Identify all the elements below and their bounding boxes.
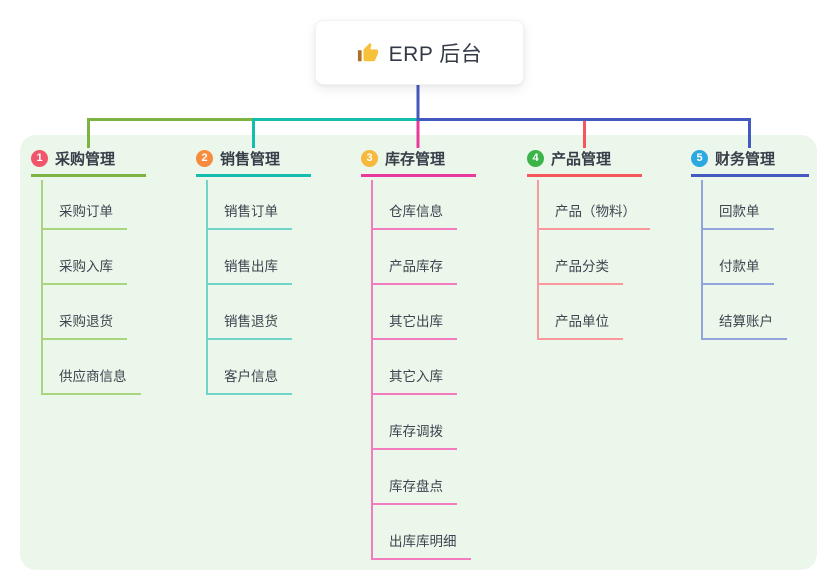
branch-topic[interactable]: 4 产品管理 [527, 150, 642, 177]
branch-5: 5 财务管理 回款单付款单结算账户 [691, 0, 809, 588]
branch-topic-label: 采购管理 [55, 151, 116, 168]
child-topic[interactable]: 采购退货 [43, 285, 127, 340]
child-topic-label: 客户信息 [224, 368, 278, 384]
child-topic[interactable]: 产品库存 [373, 230, 457, 285]
child-topic[interactable]: 采购入库 [43, 230, 127, 285]
branch-number-badge: 3 [361, 150, 378, 167]
branches-panel [20, 135, 817, 570]
child-topic-label: 供应商信息 [59, 368, 127, 384]
child-topic-label: 仓库信息 [389, 203, 443, 219]
child-topic[interactable]: 库存盘点 [373, 450, 457, 505]
branch-number-badge: 2 [196, 150, 213, 167]
child-topic-label: 回款单 [719, 203, 760, 219]
child-topic[interactable]: 其它出库 [373, 285, 457, 340]
child-topic-label: 销售出库 [224, 258, 278, 274]
child-topic-label: 产品单位 [555, 313, 609, 329]
branch-topic[interactable]: 1 采购管理 [31, 150, 146, 177]
branch-2: 2 销售管理 销售订单销售出库销售退货客户信息 [196, 0, 311, 588]
child-topic-label: 产品（物料） [555, 203, 636, 219]
branch-children: 回款单付款单结算账户 [701, 180, 787, 340]
branch-children: 产品（物料） 产品分类产品单位 [537, 180, 650, 340]
child-topic[interactable]: 出库库明细 [373, 505, 471, 560]
branch-3: 3 库存管理 仓库信息产品库存其它出库其它入库库存调拨库存盘点出库库明细 [361, 0, 476, 588]
child-topic-label: 产品库存 [389, 258, 443, 274]
child-topic[interactable]: 采购订单 [43, 180, 127, 230]
child-topic[interactable]: 回款单 [703, 180, 774, 230]
branch-topic-label: 销售管理 [220, 151, 281, 168]
root-title: ERP 后台 [388, 42, 483, 66]
child-topic-label: 销售退货 [224, 313, 278, 329]
branch-topic[interactable]: 2 销售管理 [196, 150, 311, 177]
branch-number-badge: 4 [527, 150, 544, 167]
child-topic[interactable]: 库存调拨 [373, 395, 457, 450]
child-topic[interactable]: 仓库信息 [373, 180, 457, 230]
child-topic[interactable]: 产品分类 [539, 230, 623, 285]
branch-topic[interactable]: 5 财务管理 [691, 150, 809, 177]
branch-topic-label: 产品管理 [551, 151, 612, 168]
branch-topic[interactable]: 3 库存管理 [361, 150, 476, 177]
child-topic-label: 库存调拨 [389, 423, 443, 439]
child-topic-label: 库存盘点 [389, 478, 443, 494]
branch-4: 4 产品管理 产品（物料） 产品分类产品单位 [527, 0, 650, 588]
branch-number-badge: 1 [31, 150, 48, 167]
child-topic-label: 其它出库 [389, 313, 443, 329]
branch-children: 采购订单采购入库采购退货供应商信息 [41, 180, 141, 395]
child-topic[interactable]: 客户信息 [208, 340, 292, 395]
child-topic[interactable]: 产品（物料） [539, 180, 650, 230]
child-topic-label: 采购退货 [59, 313, 113, 329]
child-topic[interactable]: 结算账户 [703, 285, 787, 340]
child-topic[interactable]: 产品单位 [539, 285, 623, 340]
branch-1: 1 采购管理 采购订单采购入库采购退货供应商信息 [31, 0, 146, 588]
child-topic[interactable]: 付款单 [703, 230, 774, 285]
thumbs-up-icon [357, 42, 378, 61]
child-topic-label: 采购入库 [59, 258, 113, 274]
child-topic-label: 其它入库 [389, 368, 443, 384]
branch-topic-label: 财务管理 [715, 151, 776, 168]
child-topic[interactable]: 其它入库 [373, 340, 457, 395]
child-topic-label: 出库库明细 [389, 533, 457, 549]
child-topic[interactable]: 销售退货 [208, 285, 292, 340]
branch-children: 仓库信息产品库存其它出库其它入库库存调拨库存盘点出库库明细 [371, 180, 471, 560]
child-topic-label: 采购订单 [59, 203, 113, 219]
child-topic[interactable]: 销售订单 [208, 180, 292, 230]
branch-topic-label: 库存管理 [385, 151, 446, 168]
branch-number-badge: 5 [691, 150, 708, 167]
child-topic-label: 结算账户 [719, 313, 773, 329]
child-topic[interactable]: 供应商信息 [43, 340, 141, 395]
root-node[interactable]: ERP 后台 [315, 20, 524, 85]
child-topic-label: 销售订单 [224, 203, 278, 219]
child-topic-label: 产品分类 [555, 258, 609, 274]
child-topic-label: 付款单 [719, 258, 760, 274]
child-topic[interactable]: 销售出库 [208, 230, 292, 285]
branch-children: 销售订单销售出库销售退货客户信息 [206, 180, 292, 395]
